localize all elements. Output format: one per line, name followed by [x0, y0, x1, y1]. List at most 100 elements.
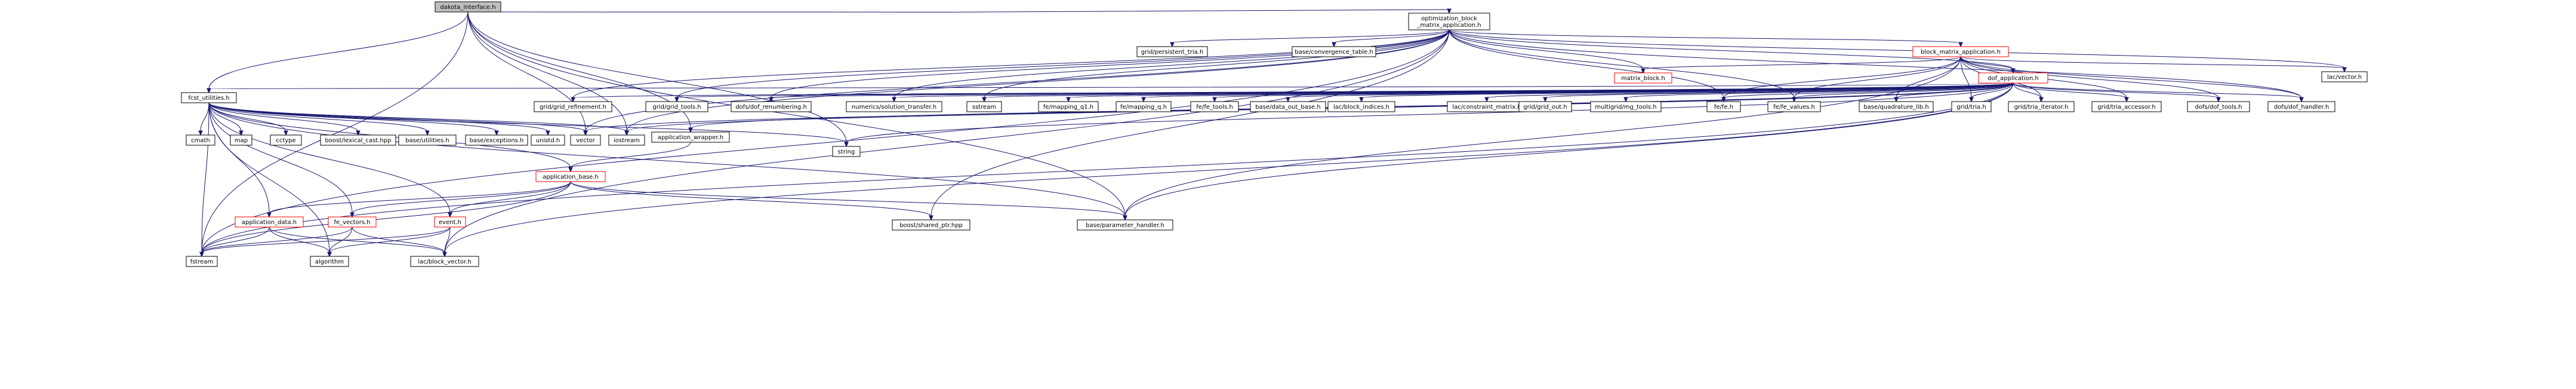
- edge-optimization-block-to-grid-grid-refinement: [572, 29, 1450, 99]
- node-event[interactable]: event.h: [434, 216, 466, 228]
- node-label: base/convergence_table.h: [1295, 49, 1373, 56]
- node-label: base/parameter_handler.h: [1086, 222, 1164, 229]
- node-fe-fe-values[interactable]: fe/fe_values.h: [1767, 101, 1821, 112]
- edge-arrowhead: [769, 97, 774, 103]
- edge-arrowhead: [546, 130, 550, 136]
- node-label: fe/fe_values.h: [1773, 104, 1815, 111]
- edge-optimization-block-to-iostream: [626, 29, 1450, 132]
- node-boost-shared-ptr[interactable]: boost/shared_ptr.hpp: [892, 219, 970, 231]
- edge-block-matrix-application-to-lac-vector: [1960, 56, 2345, 69]
- edge-application-base-to-application-data: [269, 181, 571, 214]
- node-fe-fe[interactable]: fe/fe.h: [1706, 101, 1741, 112]
- node-box: [1859, 101, 1934, 112]
- node-lac-vector[interactable]: lac/vector.h: [2321, 71, 2368, 82]
- node-base-parameter-handler[interactable]: base/parameter_handler.h: [1077, 219, 1173, 231]
- edge-optimization-block-to-grid-grid-tools: [676, 29, 1450, 99]
- node-base-utilities[interactable]: base/utilities.h: [398, 134, 457, 146]
- node-string[interactable]: string: [832, 146, 861, 157]
- edge-arrowhead: [1123, 215, 1127, 221]
- node-cctype[interactable]: cctype: [270, 134, 302, 146]
- node-label: grid/persistent_tria.h: [1141, 49, 1204, 56]
- edge-arrowhead: [350, 212, 355, 218]
- node-grid-tria[interactable]: grid/tria.h: [1951, 101, 1992, 112]
- node-box: [181, 92, 237, 103]
- node-label: lac/constraint_matrix.h: [1452, 104, 1521, 111]
- node-grid-persistent-tria[interactable]: grid/persistent_tria.h: [1136, 46, 1208, 57]
- node-unistd[interactable]: unistd.h: [531, 134, 565, 146]
- edge-application-base-to-event: [449, 181, 571, 214]
- node-lac-block-indices[interactable]: lac/block_indices.h: [1327, 101, 1395, 112]
- node-application-wrapper[interactable]: application_wrapper.h: [651, 131, 730, 143]
- node-base-data-out-base[interactable]: base/data_out_base.h: [1250, 101, 1326, 112]
- node-dof-application[interactable]: dof_application.h: [1978, 72, 2048, 84]
- node-grid-tria-accessor[interactable]: grid/tria_accessor.h: [2091, 101, 2162, 112]
- node-dofs-dof-renumbering[interactable]: dofs/dof_renumbering.h: [731, 101, 812, 112]
- node-grid-grid-refinement[interactable]: grid/grid_refinement.h: [534, 101, 612, 112]
- node-box: [731, 101, 812, 112]
- node-fe-mapping-q[interactable]: fe/mapping_q.h: [1116, 101, 1172, 112]
- node-label: lac/vector.h: [2327, 74, 2362, 81]
- node-block-matrix-application[interactable]: block_matrix_application.h: [1912, 46, 2009, 57]
- node-numerics-solution-transfer[interactable]: numerics/solution_transfer.h: [846, 101, 942, 112]
- node-multigrid-mg-tools[interactable]: multigrid/mg_tools.h: [1590, 101, 1662, 112]
- edge-optimization-block-to-dofs-dof-renumbering: [771, 29, 1450, 99]
- node-dofs-dof-tools[interactable]: dofs/dof_tools.h: [2187, 101, 2250, 112]
- node-boost-lexical-cast[interactable]: boost/lexical_cast.hpp: [320, 134, 396, 146]
- node-fe-vectors[interactable]: fe_vectors.h: [328, 216, 377, 228]
- node-lac-block-vector[interactable]: lac/block_vector.h: [410, 256, 479, 267]
- node-fe-mapping-q1[interactable]: fe/mapping_q1.h: [1038, 101, 1099, 112]
- node-dofs-dof-handler[interactable]: dofs/dof_handler.h: [2267, 101, 2335, 112]
- node-box: [1614, 72, 1672, 84]
- edge-arrowhead: [198, 130, 203, 136]
- node-box: [1951, 101, 1992, 112]
- node-box: [1518, 101, 1572, 112]
- edge-event-to-fstream: [201, 226, 451, 253]
- node-grid-tria-iterator[interactable]: grid/tria_iterator.h: [2008, 101, 2075, 112]
- node-grid-grid-out[interactable]: grid/grid_out.h: [1518, 101, 1572, 112]
- node-vector[interactable]: vector: [570, 134, 601, 146]
- node-label: lac/block_indices.h: [1333, 104, 1389, 111]
- edge-dof-application-to-grid-tria-accessor: [2013, 82, 2127, 99]
- edge-arrowhead: [442, 252, 447, 258]
- edge-event-to-lac-block-vector: [444, 226, 451, 253]
- nodes-layer: dakota_interface.hoptimization_block_mat…: [181, 1, 2368, 267]
- node-base-exceptions[interactable]: base/exceptions.h: [465, 134, 528, 146]
- node-label: fcst_utilities.h: [188, 95, 229, 102]
- edge-arrowhead: [1484, 97, 1489, 103]
- edge-application-base-to-boost-shared-ptr: [570, 181, 932, 217]
- node-label: grid/grid_out.h: [1523, 104, 1567, 111]
- node-matrix-block[interactable]: matrix_block.h: [1614, 72, 1672, 84]
- edge-arrowhead: [1170, 42, 1175, 48]
- node-box: [1250, 101, 1326, 112]
- node-cmath[interactable]: cmath: [186, 134, 215, 146]
- node-optimization-block[interactable]: optimization_block_matrix_application.h: [1408, 13, 1490, 30]
- node-label: sstream: [972, 104, 996, 111]
- node-box: [1190, 101, 1239, 112]
- edge-arrowhead: [1543, 97, 1548, 103]
- edge-fcst-utilities-to-fe-vectors: [208, 102, 353, 214]
- node-box: [398, 134, 457, 146]
- edge-arrowhead: [267, 212, 272, 218]
- node-lac-constraint-matrix[interactable]: lac/constraint_matrix.h: [1447, 101, 1527, 112]
- edge-arrowhead: [327, 252, 332, 258]
- node-label: iostream: [614, 137, 640, 144]
- node-box: [1912, 46, 2009, 57]
- node-fstream[interactable]: fstream: [186, 256, 218, 267]
- node-fe-fe-tools[interactable]: fe/fe_tools.h: [1190, 101, 1239, 112]
- node-sstream[interactable]: sstream: [966, 101, 1002, 112]
- node-label: lac/block_vector.h: [418, 259, 472, 265]
- node-label: event.h: [439, 219, 461, 226]
- edge-block-matrix-application-to-dofs-dof-tools: [1960, 56, 2219, 99]
- node-application-base[interactable]: application_base.h: [535, 171, 606, 182]
- node-iostream[interactable]: iostream: [608, 134, 645, 146]
- node-box: [2091, 101, 2162, 112]
- node-label: dofs/dof_tools.h: [2195, 104, 2242, 111]
- node-box: [651, 131, 730, 143]
- node-algorithm[interactable]: algorithm: [310, 256, 349, 267]
- node-grid-grid-tools[interactable]: grid/grid_tools.h: [645, 101, 708, 112]
- node-base-quadrature-lib[interactable]: base/quadrature_lib.h: [1859, 101, 1934, 112]
- node-application-data[interactable]: application_data.h: [235, 216, 304, 228]
- node-base-convergence-table[interactable]: base/convergence_table.h: [1292, 46, 1376, 57]
- node-fcst-utilities[interactable]: fcst_utilities.h: [181, 92, 237, 103]
- node-map[interactable]: map: [230, 134, 252, 146]
